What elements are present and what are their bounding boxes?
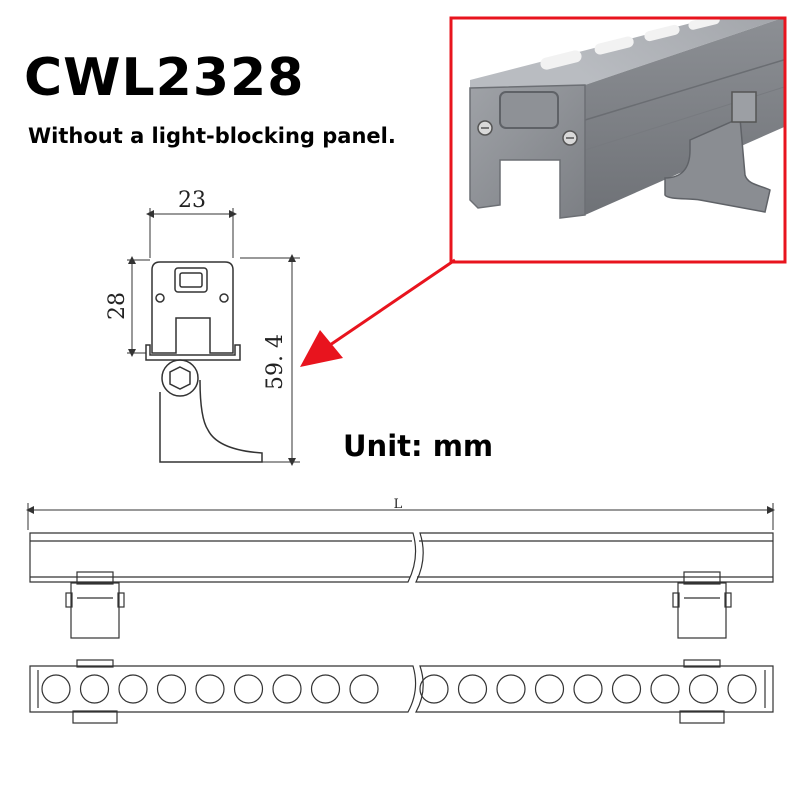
lens xyxy=(419,674,449,704)
lens xyxy=(233,674,264,704)
lens xyxy=(650,674,680,704)
lens xyxy=(41,674,71,704)
lens-row xyxy=(41,674,757,704)
lens xyxy=(79,674,110,704)
lens xyxy=(195,674,225,704)
lens xyxy=(156,674,187,704)
length-dimension: L xyxy=(394,497,403,512)
callout-arrow xyxy=(300,258,456,367)
top-view xyxy=(29,659,774,724)
total-height-dimension: 59. 4 xyxy=(263,334,288,390)
top-lenses xyxy=(540,18,755,70)
lens xyxy=(457,674,488,704)
lens xyxy=(688,674,719,704)
lens xyxy=(118,674,148,704)
cross-section xyxy=(127,208,300,466)
lens xyxy=(349,674,379,704)
callout-box xyxy=(449,16,787,264)
product-render xyxy=(451,18,785,262)
lens xyxy=(496,674,526,704)
side-view xyxy=(26,503,775,639)
lens xyxy=(310,674,341,704)
lens xyxy=(611,674,642,704)
lens xyxy=(272,674,302,704)
lens xyxy=(534,674,565,704)
model-title: CWL2328 xyxy=(24,48,305,108)
lens xyxy=(573,674,603,704)
lens xyxy=(727,674,757,704)
unit-label: Unit: mm xyxy=(343,429,494,463)
width-dimension: 23 xyxy=(178,188,206,213)
subtitle: Without a light-blocking panel. xyxy=(28,124,396,148)
height-dimension: 28 xyxy=(105,292,130,320)
